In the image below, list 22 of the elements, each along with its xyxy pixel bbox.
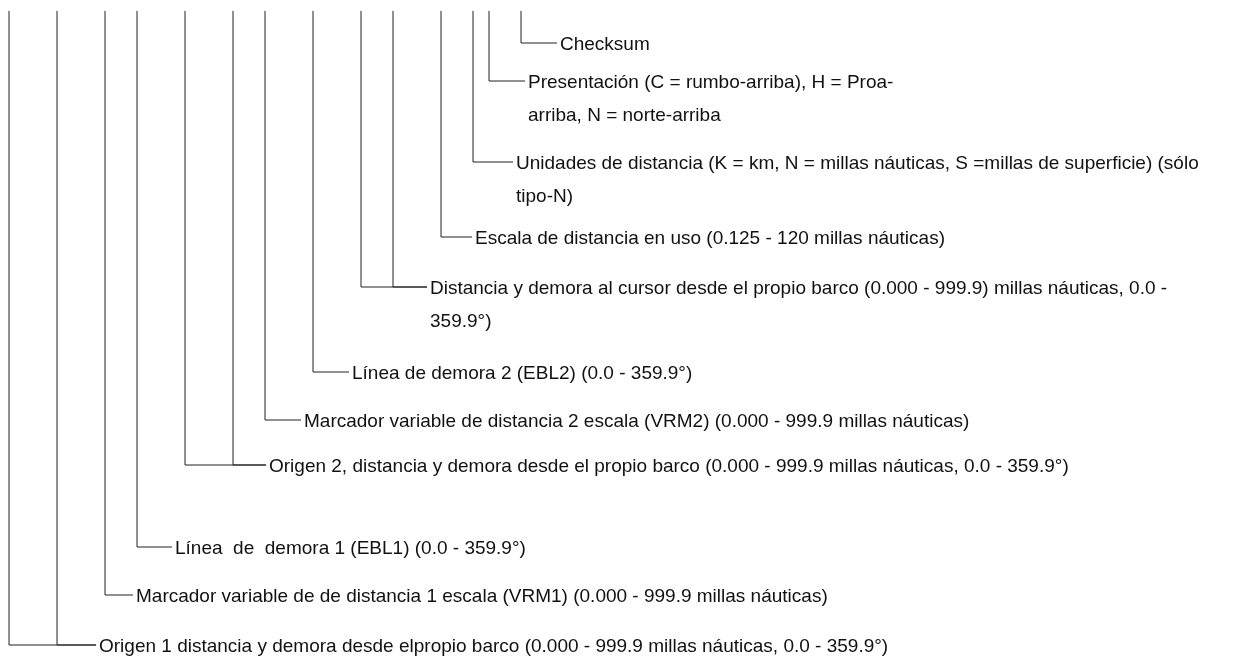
leader-line	[312, 10, 350, 373]
callout-text: Escala de distancia en uso (0.125 - 120 millas náuticas)	[475, 225, 945, 250]
leader-line	[472, 10, 514, 163]
callout-text: Línea de demora 2 (EBL2) (0.0 - 359.9°)	[352, 360, 693, 385]
leader-line	[104, 10, 134, 596]
callout-text: Checksum	[560, 31, 650, 56]
leader-line	[264, 10, 302, 421]
callout-text: Unidades de distancia (K = km, N = millas náuticas, S =millas de superficie) (sólo tipo-N)	[516, 150, 1200, 208]
leader-line	[440, 10, 473, 238]
callout-text: Presentación (C = rumbo-arriba), H = Proa-arriba, N = norte-arriba	[528, 69, 895, 127]
callout-text: Marcador variable de de distancia 1 escala (VRM1) (0.000 - 999.9 millas náuticas)	[136, 583, 828, 608]
callout-text: Línea de demora 1 (EBL1) (0.0 - 359.9°)	[175, 535, 526, 560]
callout-text: Origen 1 distancia y demora desde elpropio barco (0.000 - 999.9 millas náuticas, 0.0 - 359.9°)	[99, 633, 889, 658]
leader-line	[136, 10, 173, 548]
callout-text: Distancia y demora al cursor desde el propio barco (0.000 - 999.9) millas náuticas, 0.0 - 359.9°)	[430, 275, 1169, 333]
leader-line	[56, 10, 97, 646]
callout-text: Origen 2, distancia y demora desde el propio barco (0.000 - 999.9 millas náuticas, 0.0 - 359.9°)	[269, 453, 1069, 478]
callout-text: Marcador variable de distancia 2 escala (VRM2) (0.000 - 999.9 millas náuticas)	[304, 408, 970, 433]
leader-line	[232, 10, 267, 466]
leader-line	[520, 10, 558, 44]
leader-line	[488, 10, 526, 82]
leader-line	[392, 10, 428, 288]
